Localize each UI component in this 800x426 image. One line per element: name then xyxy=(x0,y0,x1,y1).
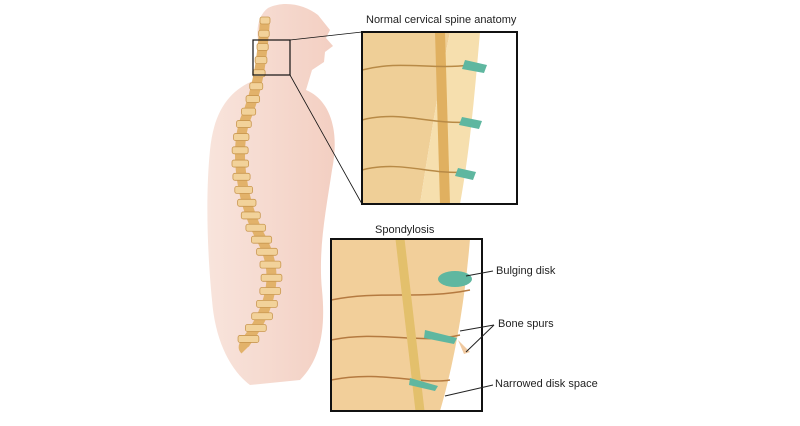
zoom-region-box xyxy=(252,39,291,76)
vertebra xyxy=(245,223,266,232)
vertebra xyxy=(237,335,260,343)
vertebra xyxy=(251,312,273,321)
normal-spine-inset xyxy=(362,32,517,204)
vertebra xyxy=(236,120,252,128)
vertebra xyxy=(259,260,282,269)
vertebra xyxy=(256,43,269,51)
bulging-disk-label: Bulging disk xyxy=(496,265,556,277)
spondylosis-inset xyxy=(331,239,482,411)
vertebra xyxy=(258,29,270,38)
vertebra xyxy=(256,299,278,308)
vertebra xyxy=(231,146,249,155)
vertebra xyxy=(241,107,257,116)
vertebra xyxy=(245,95,261,103)
spondylosis-title: Spondylosis xyxy=(375,224,435,236)
vertebra xyxy=(232,172,251,181)
spinal-column xyxy=(231,16,283,354)
vertebra xyxy=(254,56,268,65)
vertebra xyxy=(252,69,266,78)
vertebra xyxy=(245,324,267,332)
vertebra xyxy=(231,159,249,168)
vertebra xyxy=(251,235,273,244)
vertebra xyxy=(260,273,283,282)
vertebra xyxy=(259,16,271,25)
body-silhouette xyxy=(207,4,335,385)
vertebra xyxy=(259,287,282,295)
normal-anatomy-title: Normal cervical spine anatomy xyxy=(366,14,517,26)
vertebra xyxy=(249,82,264,91)
vertebra xyxy=(256,247,278,256)
vertebra xyxy=(237,198,257,207)
vertebra xyxy=(240,211,261,220)
narrowed-disk-space-label: Narrowed disk space xyxy=(495,378,598,390)
bone-spurs-label: Bone spurs xyxy=(498,318,554,330)
vertebra xyxy=(234,185,253,194)
vertebra xyxy=(233,133,250,141)
